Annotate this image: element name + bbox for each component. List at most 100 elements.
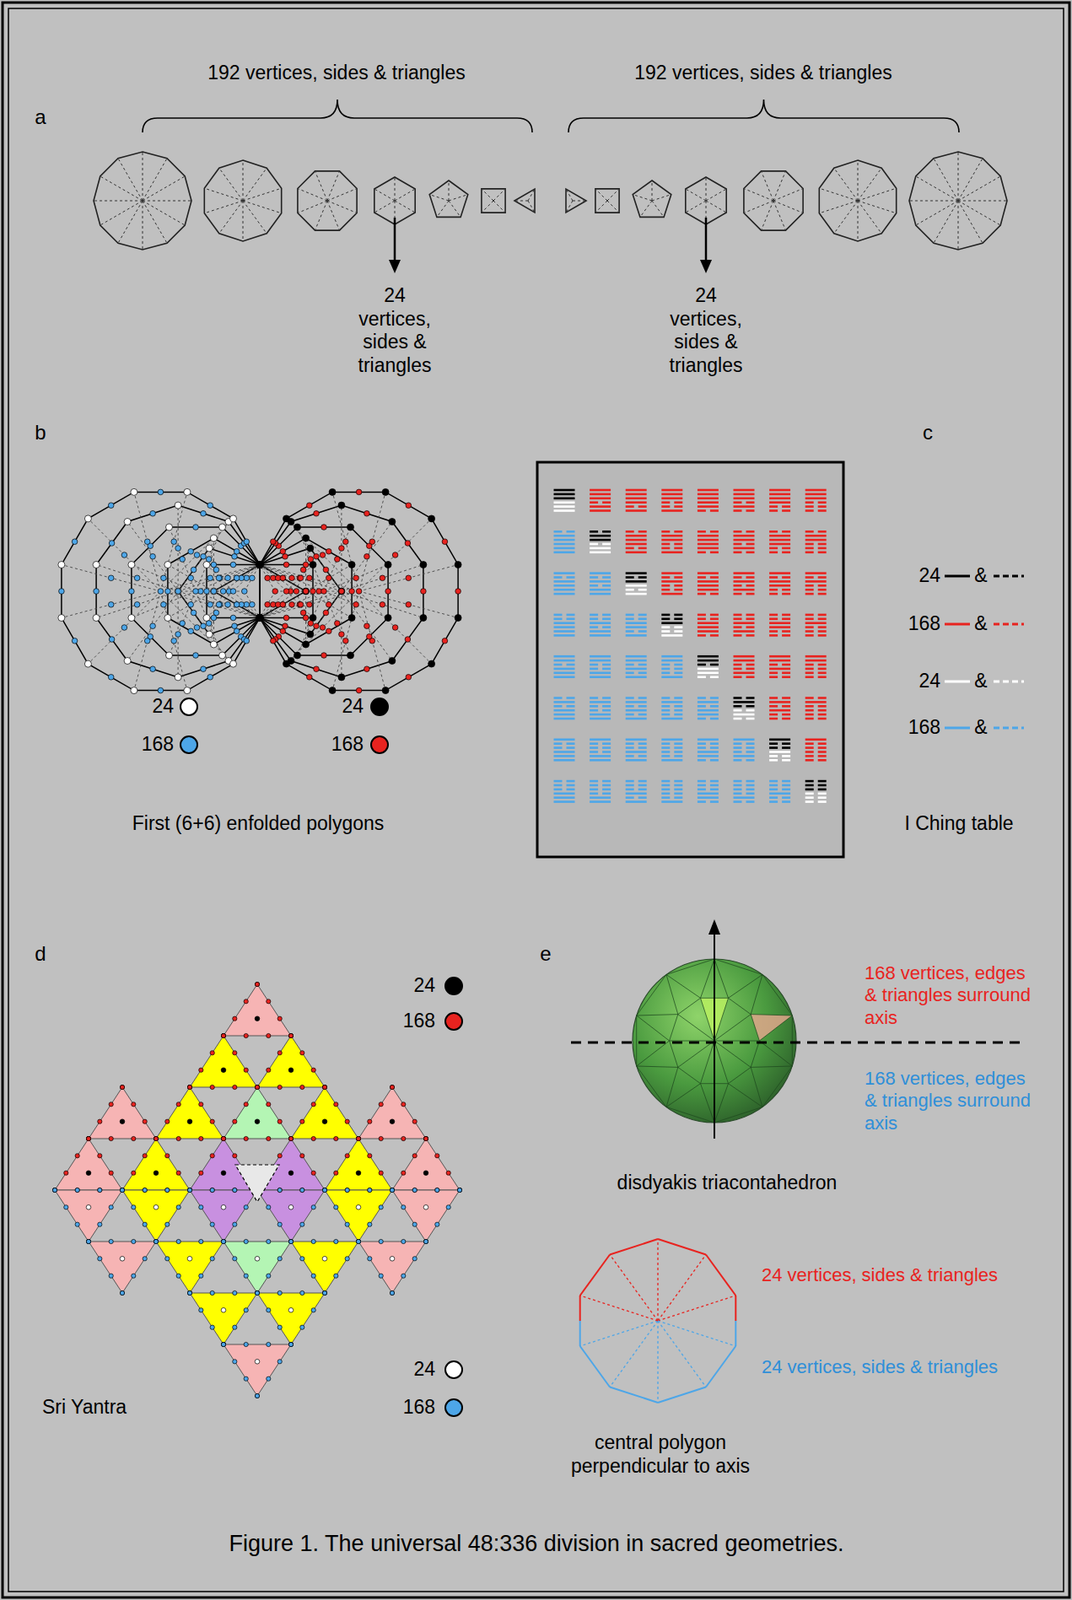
yang-line: [589, 588, 611, 592]
dot: [119, 1187, 124, 1192]
yin-line: [733, 750, 743, 754]
dot: [243, 638, 250, 645]
yin-line: [602, 530, 611, 534]
axis: [713, 932, 716, 1139]
dot: [256, 614, 264, 622]
dot: [423, 1136, 428, 1141]
yin-line: [781, 588, 791, 592]
yin-line: [818, 614, 827, 617]
dot: [213, 609, 220, 616]
yang-line: [697, 547, 719, 550]
dot: [75, 1153, 80, 1159]
dot: [52, 1187, 57, 1192]
dot: [153, 1205, 159, 1211]
dot: [256, 614, 264, 622]
yang-line: [625, 584, 647, 588]
yin-line: [589, 584, 598, 588]
spoke: [327, 188, 357, 202]
dot: [355, 1238, 361, 1244]
yin-line: [733, 705, 743, 708]
panel-caption: central polygon perpendicular to axis: [546, 1431, 775, 1478]
yin-line: [805, 543, 814, 546]
dot: [232, 1222, 238, 1227]
dot: [232, 1359, 238, 1364]
dot: [441, 538, 448, 545]
dot: [174, 587, 182, 595]
spoke: [177, 565, 260, 593]
dot: [283, 660, 291, 668]
dot: [142, 1187, 147, 1192]
spoke: [743, 200, 774, 214]
yin-line: [733, 746, 743, 749]
yang-line: [625, 800, 647, 803]
yin-line: [673, 617, 683, 620]
arrow-head: [388, 259, 401, 274]
arrow-shaft: [705, 217, 708, 262]
yin-line: [746, 675, 755, 679]
yin-line: [769, 671, 778, 674]
dot: [420, 561, 427, 569]
dot: [355, 1136, 361, 1141]
yang-line: [554, 571, 576, 575]
dot: [288, 1033, 293, 1038]
spoke: [160, 591, 260, 619]
spoke: [160, 591, 188, 691]
polygon-outline: [565, 188, 587, 213]
yin-line: [661, 500, 670, 504]
yin-line: [554, 576, 563, 579]
dot: [300, 1187, 305, 1192]
yin-line: [661, 696, 670, 700]
yin-line: [673, 750, 683, 754]
spoke: [374, 200, 395, 213]
dot: [187, 1084, 192, 1089]
spoke: [259, 565, 307, 593]
yin-line: [554, 788, 563, 792]
yin-line: [602, 791, 611, 795]
dot: [203, 561, 211, 569]
polygon-outline: [481, 188, 506, 213]
dot: [405, 502, 412, 509]
dot: [322, 1084, 327, 1089]
polygon-side: [734, 1295, 737, 1321]
yin-line: [805, 584, 814, 588]
dot: [142, 1119, 147, 1124]
dot: [199, 1273, 204, 1278]
spoke: [448, 180, 450, 201]
yang-line: [554, 667, 576, 671]
legend-line: [944, 680, 970, 684]
dot: [220, 1238, 226, 1244]
dot: [344, 1256, 350, 1261]
polygon-outline: [131, 527, 260, 656]
yin-line: [589, 742, 598, 745]
dot: [328, 687, 336, 695]
yin-line: [638, 788, 647, 792]
dot: [435, 1222, 440, 1227]
yin-line: [805, 630, 814, 633]
dot: [254, 1119, 260, 1125]
yin-line: [781, 592, 791, 596]
yin-line: [769, 592, 778, 596]
yin-line: [566, 576, 576, 579]
dot: [179, 556, 186, 563]
spoke: [142, 200, 192, 202]
spoke: [297, 591, 325, 656]
spoke: [118, 200, 143, 243]
yin-line: [746, 696, 755, 700]
dot: [58, 614, 65, 622]
spoke: [595, 200, 608, 213]
yin-line: [638, 505, 647, 508]
yin-line: [697, 717, 706, 721]
spoke: [219, 200, 243, 234]
yang-line: [554, 634, 576, 637]
dot: [300, 1222, 305, 1227]
dot: [338, 673, 345, 681]
yin-line: [638, 784, 647, 787]
dot: [326, 628, 333, 635]
arrow-head: [700, 259, 712, 274]
edge-line: [678, 1014, 715, 1041]
dot: [243, 538, 250, 545]
yang-line: [769, 580, 791, 583]
legend-text: 168: [908, 716, 941, 740]
yin-line: [673, 500, 683, 504]
dot: [333, 1273, 339, 1278]
